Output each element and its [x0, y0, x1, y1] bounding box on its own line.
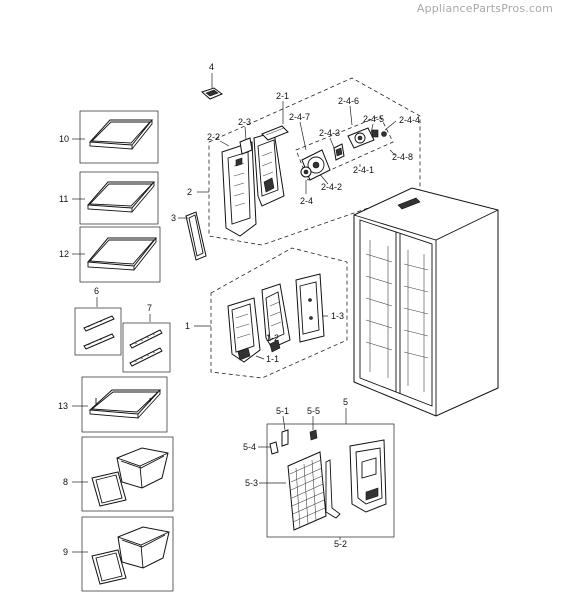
callout-5-5: 5-5: [307, 406, 320, 416]
part-3-gasket[interactable]: [185, 211, 207, 261]
callout-5: 5: [343, 397, 348, 407]
part-5-3-evaporator[interactable]: [287, 451, 327, 531]
callout-12: 12: [59, 249, 69, 259]
callout-7: 7: [147, 303, 152, 313]
bracket-set-7[interactable]: [122, 322, 171, 373]
callout-2-1: 2-1: [276, 91, 289, 101]
shelf-13[interactable]: [81, 376, 168, 433]
part-5-5-fuse[interactable]: [309, 429, 318, 441]
part-2-3-bracket[interactable]: [239, 137, 253, 155]
callout-2-4-5: 2-4-5: [363, 114, 384, 124]
callout-9: 9: [63, 547, 68, 557]
callout-2-4-4: 2-4-4: [399, 115, 420, 125]
group-outline-5: [266, 423, 395, 538]
part-2-1-cover-panel[interactable]: [253, 131, 285, 207]
part-1-1-duct[interactable]: [227, 297, 261, 363]
part-5-evaporator-cover[interactable]: [349, 439, 387, 513]
shelf-12[interactable]: [79, 226, 161, 283]
watermark-text: AppliancePartsPros.com: [416, 2, 553, 15]
callout-1: 1: [185, 321, 190, 331]
callout-4: 4: [209, 62, 214, 72]
callout-3: 3: [171, 213, 176, 223]
callout-1-3: 1-3: [331, 311, 344, 321]
callout-1-1: 1-1: [266, 354, 279, 364]
callout-2-4-6: 2-4-6: [338, 96, 359, 106]
part-4-hinge[interactable]: [201, 87, 223, 100]
callout-11: 11: [59, 194, 68, 204]
callout-8: 8: [63, 477, 68, 487]
shelf-11[interactable]: [79, 171, 159, 225]
callout-5-1: 5-1: [276, 406, 289, 416]
callout-5-3: 5-3: [245, 478, 258, 488]
refrigerator-cabinet[interactable]: [353, 187, 499, 417]
part-2-2-duct-panel[interactable]: [221, 141, 257, 237]
callout-2-3: 2-3: [238, 117, 251, 127]
callout-10: 10: [59, 134, 69, 144]
part-5-2-heater[interactable]: [325, 459, 341, 519]
callout-2-4-7: 2-4-7: [289, 112, 310, 122]
callout-5-2: 5-2: [334, 539, 347, 549]
part-5-4-clip[interactable]: [269, 441, 279, 455]
part-1-3-panel[interactable]: [295, 273, 325, 343]
callout-6: 6: [94, 286, 99, 296]
callout-2: 2: [187, 187, 192, 197]
drawer-9[interactable]: [81, 516, 174, 592]
bracket-set-6[interactable]: [74, 307, 122, 356]
callout-5-4: 5-4: [243, 442, 256, 452]
callout-2-4-2: 2-4-2: [321, 182, 342, 192]
callout-1-2: 1-2: [266, 333, 279, 343]
shelf-10[interactable]: [79, 110, 159, 164]
callout-2-4-1: 2-4-1: [353, 165, 374, 175]
part-5-1-sensor[interactable]: [281, 429, 289, 447]
callout-2-4: 2-4: [300, 196, 313, 206]
part-2-cap[interactable]: [261, 125, 289, 141]
callout-2-2: 2-2: [207, 132, 220, 142]
callout-13: 13: [58, 401, 68, 411]
group-outline-1: [210, 247, 348, 379]
part-1-2-duct-cover[interactable]: [261, 283, 291, 353]
callout-2-4-3: 2-4-3: [319, 128, 340, 138]
callout-2-4-8: 2-4-8: [392, 152, 413, 162]
drawer-8[interactable]: [81, 436, 174, 512]
part-2-4-fan-motor-assembly[interactable]: [300, 127, 387, 181]
